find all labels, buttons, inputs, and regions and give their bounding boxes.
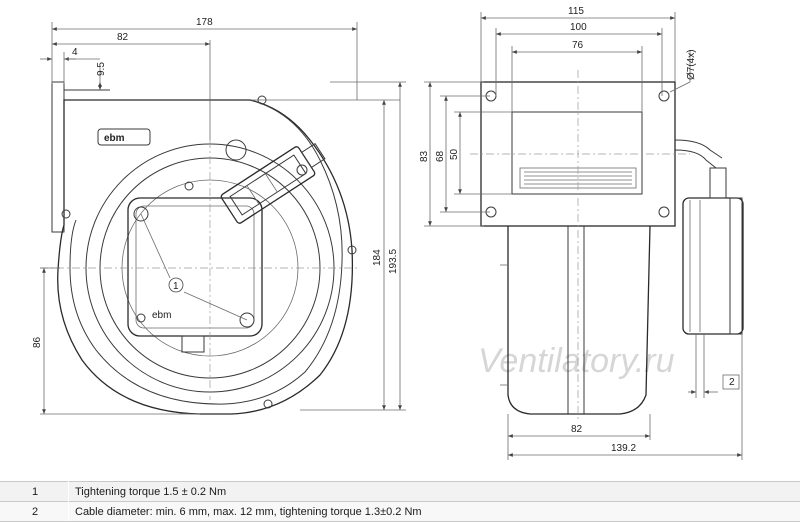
front-view: ebm ebm bbox=[40, 82, 360, 414]
dim-7-4x: Ø7(4x) bbox=[686, 49, 697, 80]
housing-logo-text: ebm bbox=[104, 133, 125, 144]
callout-1: 1 bbox=[141, 214, 247, 320]
svg-text:1: 1 bbox=[173, 281, 179, 292]
dim-4: 4 bbox=[72, 47, 78, 58]
dim-76: 76 bbox=[572, 40, 584, 51]
dim-139-2: 139.2 bbox=[611, 443, 636, 454]
legend-table: 1 Tightening torque 1.5 ± 0.2 Nm 2 Cable… bbox=[0, 481, 800, 522]
dim-184: 184 bbox=[372, 249, 383, 266]
dim-9-5: 9.5 bbox=[96, 62, 107, 76]
dim-100: 100 bbox=[570, 22, 587, 33]
blower-housing bbox=[58, 100, 353, 414]
legend-text: Tightening torque 1.5 ± 0.2 Nm bbox=[69, 482, 800, 502]
dim-83: 83 bbox=[419, 150, 430, 162]
dim-68: 68 bbox=[435, 150, 446, 162]
dim-82-top: 82 bbox=[117, 32, 129, 43]
dim-86: 86 bbox=[32, 336, 43, 348]
motor-cap bbox=[683, 198, 743, 334]
motor-logo-text: ebm bbox=[152, 310, 171, 321]
legend-number: 2 bbox=[0, 502, 69, 522]
legend-number: 1 bbox=[0, 482, 69, 502]
dim-82-bottom: 82 bbox=[571, 424, 583, 435]
legend-row: 2 Cable diameter: min. 6 mm, max. 12 mm,… bbox=[0, 502, 800, 522]
cable-gland bbox=[220, 137, 329, 224]
side-body bbox=[508, 226, 650, 414]
dim-193-5: 193.5 bbox=[388, 249, 399, 274]
legend-row: 1 Tightening torque 1.5 ± 0.2 Nm bbox=[0, 482, 800, 502]
dim-178: 178 bbox=[196, 17, 213, 28]
legend-text: Cable diameter: min. 6 mm, max. 12 mm, t… bbox=[69, 502, 800, 522]
dim-2: 2 bbox=[729, 377, 735, 388]
technical-drawing: Ventilatory.ru ebm ebm bbox=[0, 0, 800, 476]
dim-50: 50 bbox=[449, 148, 460, 160]
dim-115: 115 bbox=[568, 6, 584, 17]
